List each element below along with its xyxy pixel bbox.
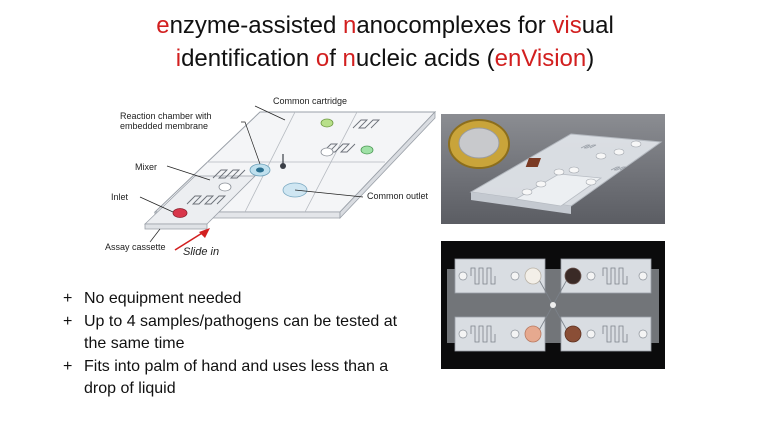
label-slide-in: Slide in [183,246,220,258]
device-photo-with-coin [441,114,665,224]
device-schematic: Common cartridge Reaction chamber with e… [95,92,445,262]
feature-text: Fits into palm of hand and uses less tha… [84,357,389,398]
title-seg: ) [586,45,595,72]
title-seg: vis [552,12,582,39]
device-photo-top-view [441,241,665,369]
feature-text: Up to 4 samples/pathogens can be tested … [84,312,398,353]
title-seg: o [315,45,330,72]
title-seg: e [156,12,170,39]
title-seg: ual [581,12,614,39]
title-seg: f [329,45,343,72]
title-seg: enVision [494,45,587,72]
label-common-outlet: Common outlet [367,191,429,201]
title-seg: n [342,12,357,39]
schematic-drawing [139,105,437,251]
label-reaction-chamber: Reaction chamber with embedded membrane [120,111,212,131]
label-common-cartridge: Common cartridge [273,96,348,106]
feature-item: + Fits into palm of hand and uses less t… [63,356,423,401]
plus-icon: + [63,357,73,375]
title-seg: n [342,45,356,72]
plus-icon: + [63,312,73,330]
title-line-1: enzyme-assisted nanocomplexes for visual [0,11,770,41]
title-seg: anocomplexes for [356,12,553,39]
title-seg: dentification [181,45,316,72]
feature-item: + No equipment needed [63,288,423,311]
title-line-2: identification of nucleic acids (enVisio… [0,44,770,74]
top-view-drawing [447,258,659,352]
coin-photo-drawing [448,119,663,214]
label-assay-cassette: Assay cassette [105,242,166,252]
label-mixer: Mixer [135,162,157,172]
title-seg: ucleic acids ( [355,45,495,72]
plus-icon: + [63,290,73,307]
feature-text: No equipment needed [84,290,242,307]
title-seg: i [175,45,182,72]
label-inlet: Inlet [111,192,129,202]
title-seg: nzyme-assisted [169,12,343,39]
feature-item: + Up to 4 samples/pathogens can be teste… [63,311,423,356]
feature-list: + No equipment needed + Up to 4 samples/… [63,288,423,401]
